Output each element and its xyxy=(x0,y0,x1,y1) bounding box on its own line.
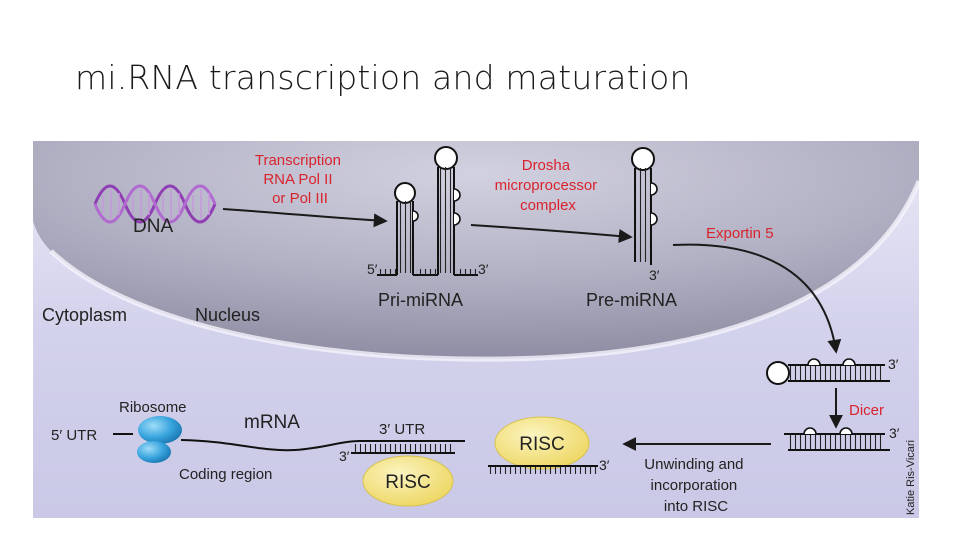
ribosome-icon xyxy=(137,416,182,463)
duplex-3prime: 3′ xyxy=(889,425,900,441)
exportin-label: Exportin 5 xyxy=(706,225,774,242)
drosha-label: Drosha microprocessor complex xyxy=(495,157,602,214)
bound-mirna-strand xyxy=(351,444,455,453)
dna-helix-icon xyxy=(93,184,217,224)
nucleus-region xyxy=(33,141,919,360)
mirna-diagram: DNA Transcription RNA Pol II or Pol III … xyxy=(33,141,919,518)
transcription-arrow xyxy=(222,208,388,228)
pri-mirna-5prime: 5′ xyxy=(367,261,378,277)
pri-mirna-hairpins-icon xyxy=(377,146,478,276)
nuclear-envelope-highlight xyxy=(49,180,919,362)
dicer-label: Dicer xyxy=(849,402,884,419)
five-utr-label: 5′ UTR xyxy=(51,427,97,444)
exportin-arrow xyxy=(672,243,842,354)
pre-mirna-hairpin-icon xyxy=(631,147,658,265)
pri-mirna-label: Pri-miRNA xyxy=(378,290,463,310)
loaded-3prime: 3′ xyxy=(599,457,610,473)
nucleus-label: Nucleus xyxy=(195,305,260,325)
mrna-label: mRNA xyxy=(244,412,300,433)
ribosome-label: Ribosome xyxy=(119,399,187,416)
risc-label-loaded: RISC xyxy=(519,434,564,455)
mrna-strand xyxy=(113,433,465,452)
cytoplasmic-pre-mirna-icon xyxy=(766,358,890,385)
unwinding-label: Unwinding and incorporation into RISC xyxy=(644,456,747,515)
transcription-label: Transcription RNA Pol II or Pol III xyxy=(255,152,345,207)
cyto-pre-mirna-3prime: 3′ xyxy=(888,356,899,372)
coding-region-label: Coding region xyxy=(179,466,272,483)
risc-label-bound: RISC xyxy=(385,472,430,493)
slide-title: mi.RNA transcription and maturation xyxy=(75,58,691,97)
three-utr-label: 3′ UTR xyxy=(379,421,425,438)
pre-mirna-3prime: 3′ xyxy=(649,267,660,283)
drosha-arrow xyxy=(470,224,633,243)
cytoplasm-label: Cytoplasm xyxy=(42,305,127,325)
loaded-mirna-strand xyxy=(488,466,598,474)
dna-label: DNA xyxy=(133,216,173,237)
illustrator-credit: Katie Ris-Vicari xyxy=(905,440,917,515)
mirna-duplex-icon xyxy=(784,427,890,451)
pre-mirna-label: Pre-miRNA xyxy=(586,290,677,310)
risc-complex-bound-icon xyxy=(362,455,454,507)
bound-3prime: 3′ xyxy=(339,448,350,464)
pri-mirna-3prime: 3′ xyxy=(478,261,489,277)
